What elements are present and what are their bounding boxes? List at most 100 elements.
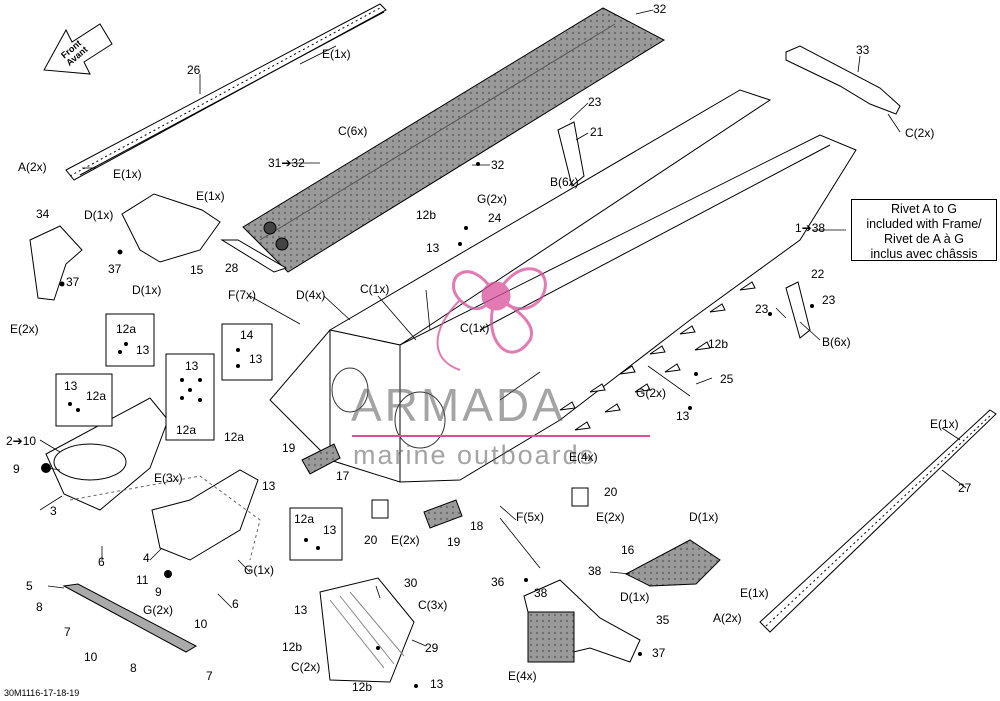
callout-label: G(2x) [636, 386, 666, 400]
callout-label: 37 [66, 275, 80, 289]
callout-label: G(1x) [244, 563, 274, 577]
callout-label: 13 [64, 379, 78, 393]
callout-label: 6 [98, 555, 105, 569]
callout-label: A(2x) [18, 160, 47, 174]
callout-label: 4 [143, 551, 150, 565]
callout-label: 8 [130, 661, 137, 675]
bracket-34-part [29, 225, 83, 301]
callout-label: 16 [621, 543, 635, 557]
note-line-4: inclus avec châssis [870, 247, 978, 261]
bracket-33-part [785, 45, 901, 115]
watermark-tagline: marine outboards [353, 440, 596, 470]
callout-label: E(3x) [154, 471, 183, 485]
callout-label: 23 [822, 293, 836, 307]
callout-label: B(6x) [550, 175, 579, 189]
plate-38-part [527, 611, 575, 663]
callout-label: E(2x) [596, 510, 625, 524]
callout-label: 35 [656, 613, 670, 627]
plate-20a-part [371, 499, 389, 519]
figure-id: 30M1116-17-18-19 [4, 688, 80, 698]
part-16-frame [624, 539, 721, 587]
callout-label: E(1x) [113, 167, 142, 181]
strap-28-part [220, 239, 288, 273]
rail-26-part [65, 3, 387, 181]
callout-label: 1➔38 [795, 221, 826, 235]
callout-label: 23 [588, 95, 602, 109]
callout-label: 12a [224, 430, 245, 444]
callout-label: 6 [232, 597, 239, 611]
callout-label: 13 [294, 603, 308, 617]
callout-label: 38 [588, 564, 602, 578]
callout-label: 24 [488, 211, 502, 225]
callout-label: C(2x) [905, 126, 935, 140]
callout-label: 31➔32 [268, 156, 305, 170]
callout-label: A(2x) [713, 611, 742, 625]
callout-label: 11 [136, 573, 149, 587]
callout-label: E(1x) [930, 417, 959, 431]
callout-label: 14 [240, 328, 254, 342]
callout-label: 3 [50, 504, 57, 518]
callout-label: E(1x) [740, 586, 769, 600]
callout-label: C(2x) [291, 660, 321, 674]
callout-label: 13 [426, 241, 440, 255]
callout-label: 26 [187, 63, 201, 77]
watermark-logo-icon [436, 267, 547, 371]
part-4-frame [151, 469, 259, 561]
callout-label: 12a [86, 389, 107, 403]
callout-label: D(4x) [296, 288, 326, 302]
callout-label: 19 [282, 441, 296, 455]
fastener-box-13-12a-left [55, 373, 113, 427]
callout-label: E(2x) [391, 533, 420, 547]
callout-label: 7 [64, 625, 71, 639]
callout-label: 32 [653, 2, 667, 16]
callout-label: G(2x) [477, 192, 507, 206]
callout-label: E(1x) [322, 47, 351, 61]
callout-label: F(5x) [516, 510, 544, 524]
callout-label: 15 [190, 263, 204, 277]
callout-label: C(1x) [460, 321, 490, 335]
callout-label: 19 [447, 535, 461, 549]
callout-label: D(1x) [689, 510, 719, 524]
callout-label: 32 [491, 158, 505, 172]
callout-label: E(1x) [196, 189, 225, 203]
callout-label: 8 [36, 600, 43, 614]
callout-label: 25 [720, 372, 734, 386]
callout-label: 27 [958, 481, 972, 495]
callout-label: 13 [676, 409, 690, 423]
callout-label: 2➔10 [6, 434, 37, 448]
footrest-18-part [423, 499, 463, 529]
callout-label: 13 [430, 677, 444, 691]
footrest-17-part [301, 443, 341, 475]
callout-label: C(3x) [418, 598, 448, 612]
note-line-2: included with Frame/ [866, 217, 982, 231]
callout-label: 12b [708, 337, 729, 351]
callout-label: D(1x) [620, 590, 650, 604]
callout-label: 12a [176, 423, 197, 437]
callout-label: D(1x) [84, 208, 114, 222]
callout-label: E(2x) [10, 322, 39, 336]
callout-label: 29 [425, 641, 439, 655]
callout-label: 17 [336, 469, 350, 483]
watermark-brand: ARMADA [351, 379, 566, 431]
hinge-21-part [557, 121, 585, 187]
callout-label: 10 [194, 617, 208, 631]
callout-label: 13 [249, 352, 263, 366]
callout-label: 13 [136, 343, 150, 357]
note-line-1: Rivet A to G [890, 202, 957, 216]
callout-label: 18 [470, 519, 484, 533]
rivet-note-box: Rivet A to G included with Frame/ Rivet … [851, 199, 997, 261]
callout-label: G(2x) [143, 603, 173, 617]
fastener-box-14-13 [221, 323, 273, 381]
callout-label: 12b [352, 680, 373, 694]
callout-label: 7 [206, 669, 213, 683]
callout-label: E(4x) [508, 669, 537, 683]
callout-label: D(1x) [132, 283, 162, 297]
callout-label: F(7x) [228, 288, 256, 302]
callout-label: 37 [652, 646, 666, 660]
fastener-box-13-12a-center [165, 353, 215, 441]
callout-label: 12a [294, 512, 315, 526]
callout-label: 9 [155, 585, 162, 599]
callout-label: 28 [225, 261, 239, 275]
note-line-3: Rivet de A à G [884, 232, 964, 246]
